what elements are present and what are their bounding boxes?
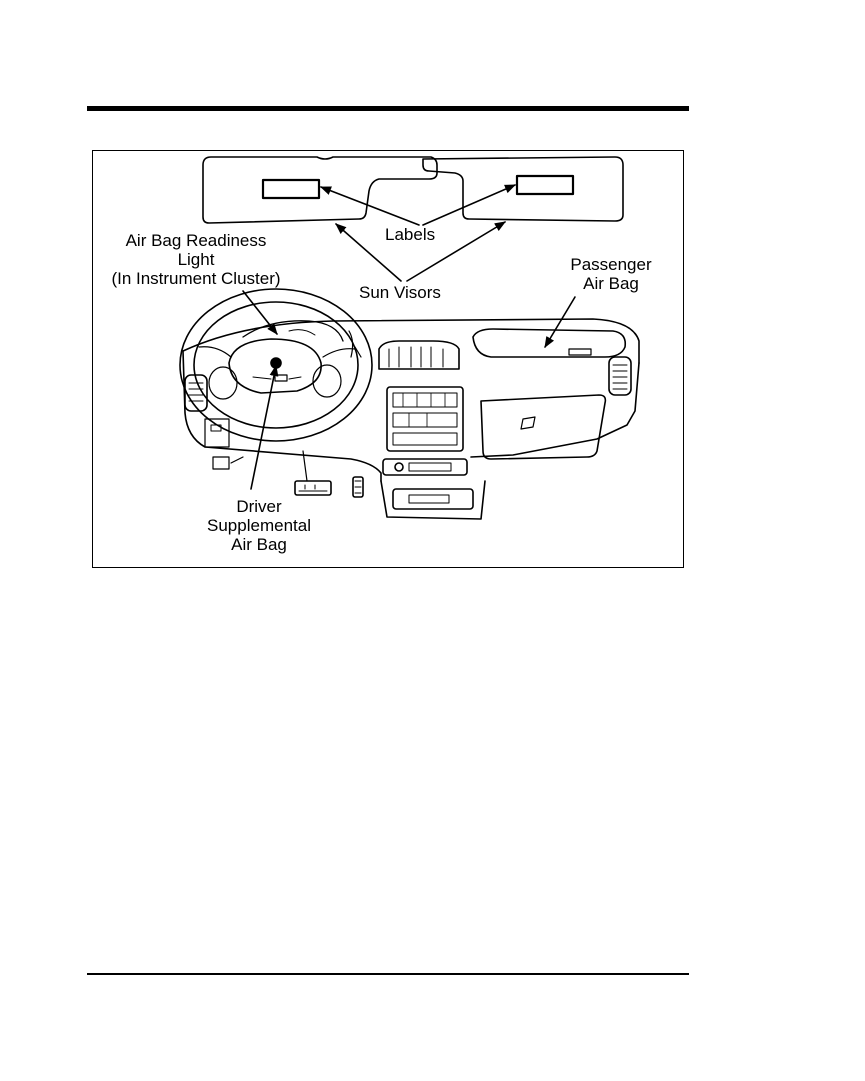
driver-air-bag-callout: Driver Supplemental Air Bag: [197, 497, 321, 554]
center-air-vents: [379, 341, 459, 369]
passenger-air-bag-callout: Passenger Air Bag: [557, 255, 665, 293]
brake-pedal: [295, 481, 331, 495]
top-rule: [87, 106, 689, 111]
labels-callout: Labels: [385, 225, 435, 244]
passenger-airbag-panel: [473, 329, 625, 357]
readiness-light-callout: Air Bag Readiness Light (In Instrument C…: [97, 231, 295, 288]
right-visor-label: [517, 176, 573, 194]
left-visor-label: [263, 180, 319, 198]
center-console: [381, 481, 485, 519]
airbag-location-figure: Labels Sun Visors Air Bag Readiness Ligh…: [92, 150, 684, 568]
bottom-rule: [87, 973, 689, 975]
passenger-airbag-arrow: [545, 297, 575, 347]
sun-visors-callout: Sun Visors: [359, 283, 441, 302]
dashboard-illustration: [93, 151, 685, 569]
radio-unit: [387, 387, 463, 451]
